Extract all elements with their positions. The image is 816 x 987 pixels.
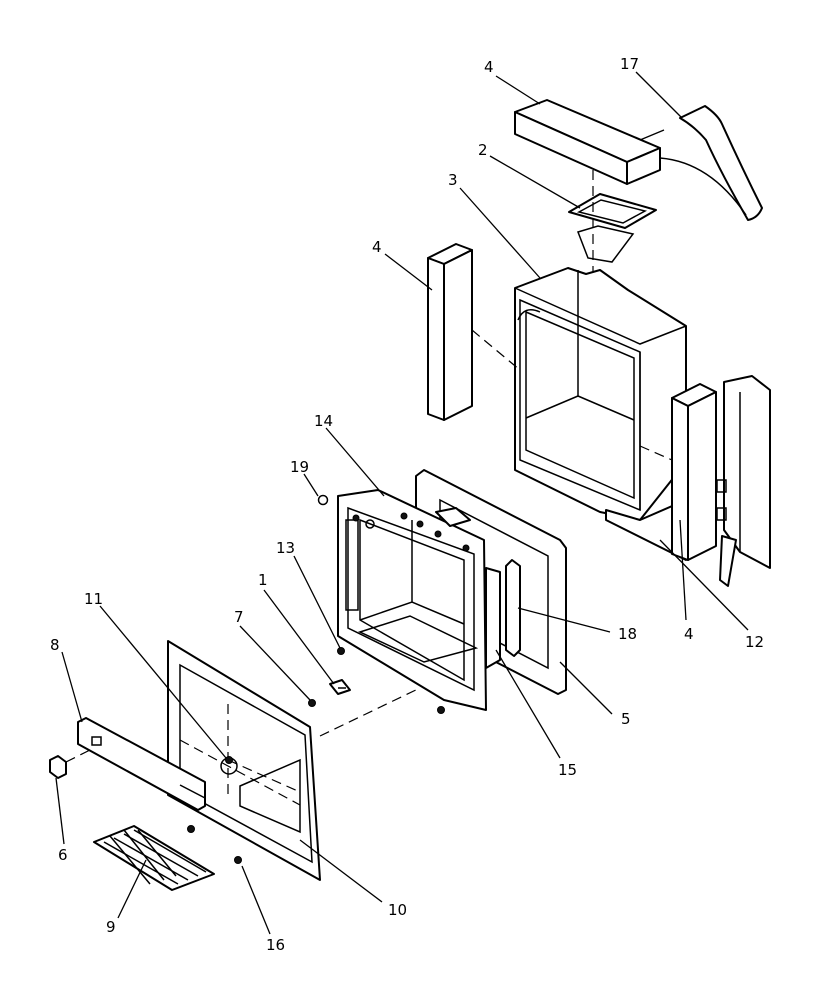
part-14-inner-housing [337,489,501,711]
part-10-front-frame [167,640,421,881]
callout-7: 7 [234,608,244,626]
callout-8: 8 [50,636,60,654]
callout-labels: 4 17 2 3 4 14 19 13 1 11 7 8 18 4 12 5 1… [50,55,764,954]
callout-1: 1 [258,571,268,589]
part-12-side-panel [716,375,771,587]
callout-9: 9 [106,918,116,936]
leader-lines [55,71,749,935]
part-11-knob [220,756,238,775]
part-16-screw [234,856,242,864]
part-screw-frame [187,825,195,833]
part-6-catch [49,749,91,779]
callout-15: 15 [558,761,577,779]
part-4-top-insulation [514,99,661,185]
part-4-right-insulation [639,383,717,561]
callout-16: 16 [266,936,285,954]
part-3-liner-box [514,267,687,561]
callout-4-top: 4 [484,58,494,76]
part-19-ring [317,494,329,506]
callout-14: 14 [314,412,333,430]
part-8-bracket [77,717,206,811]
callout-2: 2 [478,141,488,159]
callout-3: 3 [448,171,458,189]
part-18-strip [505,559,521,657]
part-screw-lower [437,706,445,714]
callout-18: 18 [618,625,637,643]
callout-13: 13 [276,539,295,557]
callout-11: 11 [84,590,103,608]
part-9-grille [93,825,215,891]
part-4-left-insulation [427,243,521,421]
part-13-screw [337,647,345,655]
part-7-screw [308,699,316,707]
callout-6: 6 [58,846,68,864]
callout-17: 17 [620,55,639,73]
part-1-clip [329,679,351,695]
callout-10: 10 [388,901,407,919]
part-17-curved-trim [659,105,763,221]
callout-12: 12 [745,633,764,651]
callout-4-right: 4 [684,625,694,643]
callout-4-left: 4 [372,238,382,256]
callout-19: 19 [290,458,309,476]
callout-5: 5 [621,710,631,728]
